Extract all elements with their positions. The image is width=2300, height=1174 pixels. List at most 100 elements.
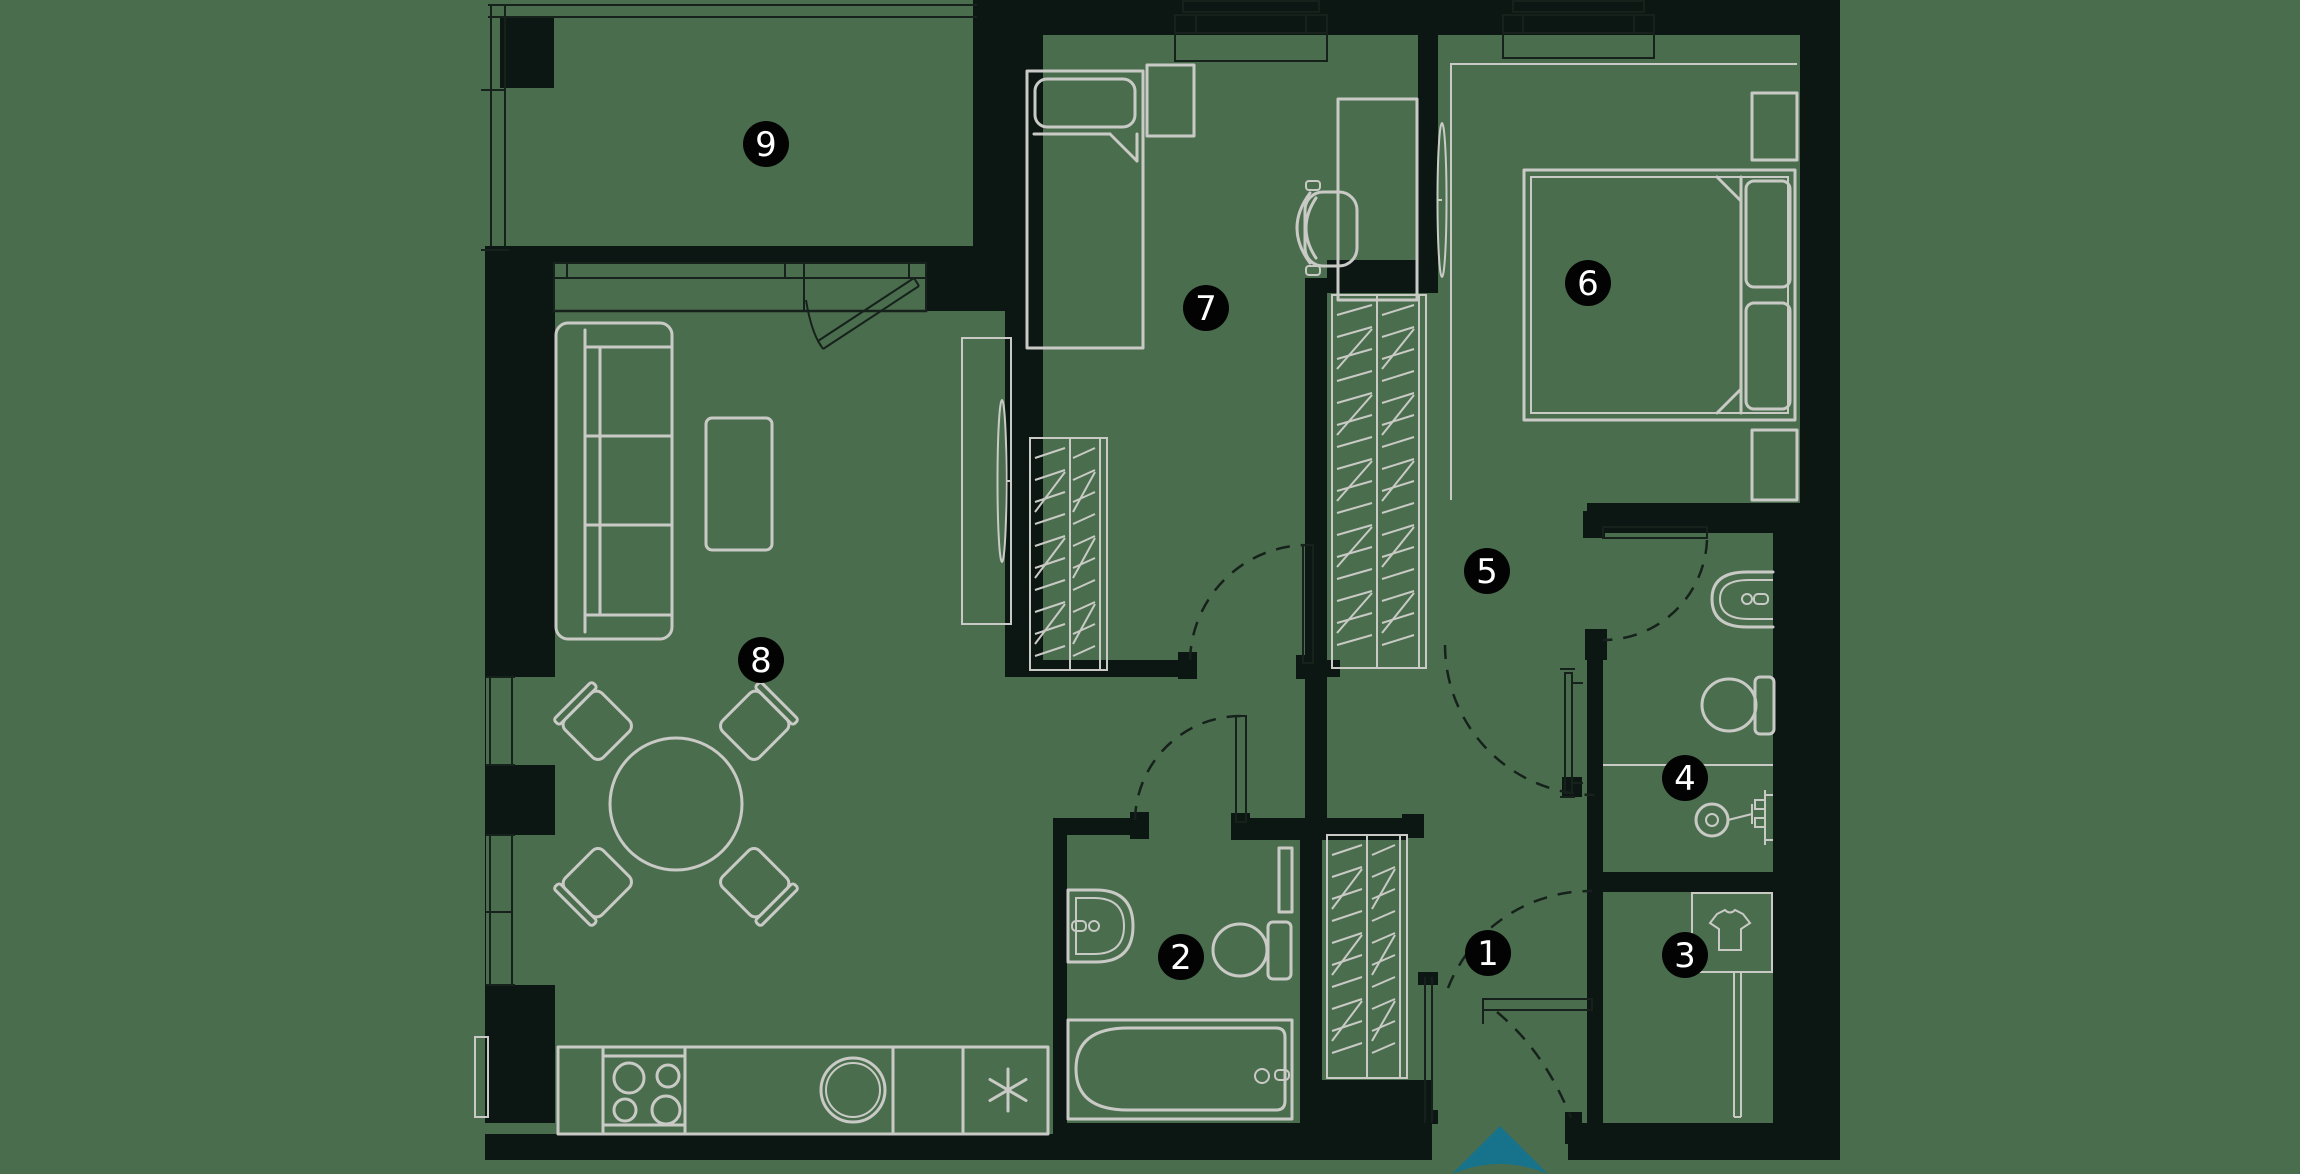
bath4-toilet bbox=[1700, 675, 1776, 736]
bath2-mirror bbox=[1277, 846, 1294, 914]
pillow bbox=[1744, 179, 1792, 289]
wall-hall-block bbox=[1307, 1080, 1432, 1160]
furniture bbox=[553, 63, 1799, 1136]
window-room6 bbox=[1502, 0, 1655, 59]
wall-room7-bottom-a bbox=[1007, 660, 1197, 677]
closet-box bbox=[1691, 892, 1773, 973]
room-badge-label: 3 bbox=[1674, 936, 1696, 976]
desk-chair bbox=[1295, 180, 1359, 276]
coffee-table bbox=[704, 416, 774, 552]
tv-room6 bbox=[1436, 122, 1448, 278]
wall-bath2-right bbox=[1300, 818, 1322, 1123]
room-badge-8: 8 bbox=[738, 637, 784, 683]
wall-balcony-stub bbox=[500, 18, 554, 88]
room-badges: 1 2 3 4 5 6 7 8 9 bbox=[738, 121, 1708, 980]
window-room7 bbox=[1174, 0, 1328, 62]
room-badge-label: 2 bbox=[1170, 938, 1192, 978]
jamb bbox=[1296, 655, 1322, 679]
tshirt-icon bbox=[1708, 908, 1752, 951]
bath4-sink bbox=[1710, 570, 1775, 629]
tv-panel-living bbox=[961, 337, 1012, 625]
closet bbox=[1691, 892, 1773, 1118]
wardrobe-room7 bbox=[1029, 437, 1108, 671]
wall-balcony-slab bbox=[488, 246, 981, 263]
room-badge-9: 9 bbox=[743, 121, 789, 167]
doors bbox=[805, 277, 1709, 1123]
dining-set bbox=[553, 681, 799, 927]
wall-top bbox=[1005, 0, 1840, 35]
room-badge-1: 1 bbox=[1465, 930, 1511, 976]
towel-radiator bbox=[1560, 668, 1583, 798]
wall-room6-bottom bbox=[1587, 503, 1800, 533]
shower-icon bbox=[1694, 790, 1773, 845]
drain-icon bbox=[1254, 1068, 1270, 1084]
wall-bath2-left bbox=[1053, 818, 1067, 1160]
wall-room4-left bbox=[1587, 637, 1603, 900]
room-badge-7: 7 bbox=[1183, 285, 1229, 331]
kitchen-counter bbox=[556, 1045, 1050, 1136]
wardrobe-hall bbox=[1326, 834, 1408, 1079]
pillow bbox=[1744, 301, 1792, 411]
jamb bbox=[1130, 812, 1149, 839]
wall-balcony-block bbox=[926, 261, 1005, 311]
window-left-1 bbox=[486, 676, 555, 766]
door-room2 bbox=[1133, 714, 1247, 823]
room6-floor-edge bbox=[1450, 63, 1797, 500]
wall-room7-room6 bbox=[1418, 35, 1438, 293]
faucet-icon bbox=[1753, 593, 1769, 605]
room-badge-label: 9 bbox=[755, 125, 777, 165]
wall-right-lower bbox=[1773, 505, 1840, 1160]
door-entrance bbox=[1424, 889, 1593, 1123]
windows bbox=[474, 0, 1655, 1118]
wardrobe-hatch bbox=[1034, 304, 1415, 1054]
door-room4 bbox=[1602, 526, 1709, 642]
exterior-pipe-box bbox=[474, 1036, 489, 1118]
dining-chair bbox=[719, 847, 799, 927]
wall-room4-room3 bbox=[1587, 872, 1777, 892]
wall-bath2-top-b bbox=[1243, 818, 1407, 840]
wall-bottom-right bbox=[1568, 1123, 1840, 1160]
faucet-icon bbox=[1071, 920, 1087, 932]
faucet-icon bbox=[1274, 1069, 1290, 1081]
jamb bbox=[1231, 813, 1250, 840]
room-badge-label: 1 bbox=[1477, 934, 1499, 974]
door-room7 bbox=[1188, 543, 1314, 664]
nightstand bbox=[1750, 91, 1799, 162]
nightstand bbox=[1750, 428, 1799, 502]
room-badge-5: 5 bbox=[1464, 548, 1510, 594]
jamb bbox=[1583, 511, 1605, 538]
jamb bbox=[1418, 972, 1438, 985]
window-left-2 bbox=[486, 834, 555, 986]
dining-table bbox=[608, 736, 744, 872]
bathtub bbox=[1066, 1018, 1294, 1121]
balcony-glazing bbox=[481, 4, 977, 251]
room-badge-label: 7 bbox=[1195, 289, 1217, 329]
bath2-toilet bbox=[1211, 920, 1293, 981]
bed-single bbox=[1025, 69, 1145, 350]
bath2-sink bbox=[1066, 888, 1135, 964]
door-balcony bbox=[805, 277, 920, 350]
sink-icon bbox=[819, 1056, 887, 1124]
door-hall bbox=[1443, 644, 1596, 797]
wall-bottom-kitchen bbox=[485, 1134, 1053, 1160]
room-badge-4: 4 bbox=[1662, 755, 1708, 801]
room-badge-label: 8 bbox=[750, 641, 772, 681]
jamb bbox=[1178, 652, 1197, 679]
wall-bath2-top-a bbox=[1053, 818, 1146, 835]
dining-chair bbox=[553, 847, 633, 927]
jamb bbox=[1418, 1110, 1438, 1124]
room-badge-6: 6 bbox=[1565, 260, 1611, 306]
jamb bbox=[1585, 629, 1607, 660]
room-badge-label: 5 bbox=[1476, 552, 1498, 592]
wall-room3-left bbox=[1587, 892, 1603, 1123]
wardrobe-room5 bbox=[1331, 294, 1427, 669]
room-badge-3: 3 bbox=[1662, 932, 1708, 978]
dining-chair bbox=[553, 681, 633, 761]
asterisk-icon bbox=[988, 1067, 1028, 1113]
room-badge-label: 6 bbox=[1577, 264, 1599, 304]
sofa bbox=[554, 321, 674, 641]
stove-icon bbox=[601, 1054, 687, 1127]
nightstand bbox=[1145, 63, 1196, 138]
